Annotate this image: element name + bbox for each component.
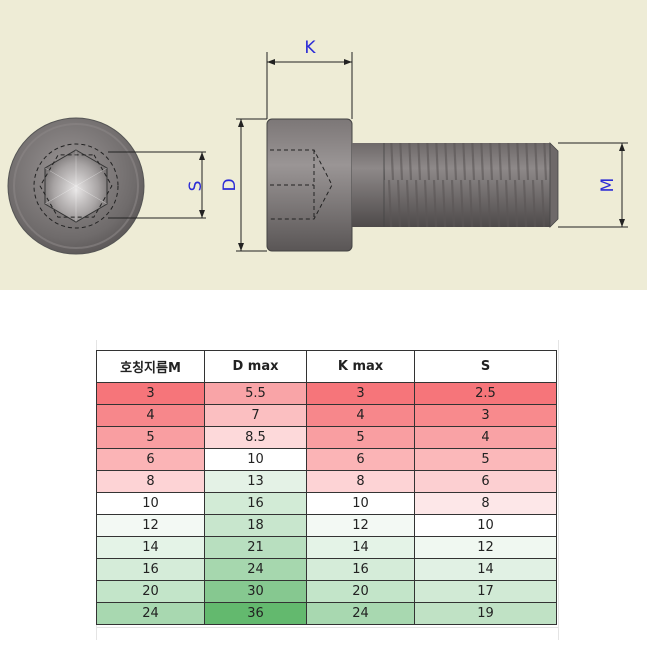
cell-s: 2.5 xyxy=(414,382,557,405)
cell-m: 24 xyxy=(96,602,205,625)
label-d: D xyxy=(220,178,240,191)
cell-s: 14 xyxy=(414,558,557,581)
cell-k-max: 8 xyxy=(306,470,415,493)
cell-m: 12 xyxy=(96,514,205,537)
cell-d-max: 8.5 xyxy=(204,426,307,449)
cell-k-max: 5 xyxy=(306,426,415,449)
cell-d-max: 10 xyxy=(204,448,307,471)
cell-d-max: 36 xyxy=(204,602,307,625)
cell-k-max: 3 xyxy=(306,382,415,405)
cell-s: 8 xyxy=(414,492,557,515)
cell-d-max: 13 xyxy=(204,470,307,493)
grid-line xyxy=(96,627,559,628)
bolt-side-view xyxy=(236,52,628,252)
cell-m: 16 xyxy=(96,558,205,581)
cell-d-max: 18 xyxy=(204,514,307,537)
cell-d-max: 21 xyxy=(204,536,307,559)
cell-m: 8 xyxy=(96,470,205,493)
cell-m: 10 xyxy=(96,492,205,515)
label-k: K xyxy=(304,38,316,58)
grid-line xyxy=(558,340,559,640)
cell-d-max: 30 xyxy=(204,580,307,603)
cell-s: 12 xyxy=(414,536,557,559)
cell-k-max: 14 xyxy=(306,536,415,559)
label-s: S xyxy=(186,181,206,192)
cell-m: 14 xyxy=(96,536,205,559)
cell-k-max: 20 xyxy=(306,580,415,603)
cell-m: 3 xyxy=(96,382,205,405)
cell-s: 17 xyxy=(414,580,557,603)
cell-m: 20 xyxy=(96,580,205,603)
cell-s: 6 xyxy=(414,470,557,493)
cell-k-max: 6 xyxy=(306,448,415,471)
cell-m: 6 xyxy=(96,448,205,471)
header-k-max: K max xyxy=(306,350,415,383)
cell-m: 4 xyxy=(96,404,205,427)
cell-s: 19 xyxy=(414,602,557,625)
cell-d-max: 24 xyxy=(204,558,307,581)
cell-m: 5 xyxy=(96,426,205,449)
header-nominal-diameter: 호칭지름M xyxy=(96,350,205,383)
header-s: S xyxy=(414,350,557,383)
cell-k-max: 16 xyxy=(306,558,415,581)
table-header-row: 호칭지름M D max K max S xyxy=(96,350,557,383)
cell-k-max: 4 xyxy=(306,404,415,427)
cell-k-max: 12 xyxy=(306,514,415,537)
bolt-drawing-svg: S xyxy=(7,38,628,255)
cell-s: 4 xyxy=(414,426,557,449)
label-m: M xyxy=(598,178,618,193)
bolt-drawing: S xyxy=(0,0,647,290)
cell-k-max: 24 xyxy=(306,602,415,625)
cell-d-max: 7 xyxy=(204,404,307,427)
header-d-max: D max xyxy=(204,350,307,383)
cell-s: 10 xyxy=(414,514,557,537)
cell-d-max: 16 xyxy=(204,492,307,515)
cell-k-max: 10 xyxy=(306,492,415,515)
cell-s: 5 xyxy=(414,448,557,471)
head-top-view xyxy=(7,117,206,255)
cell-d-max: 5.5 xyxy=(204,382,307,405)
cell-s: 3 xyxy=(414,404,557,427)
